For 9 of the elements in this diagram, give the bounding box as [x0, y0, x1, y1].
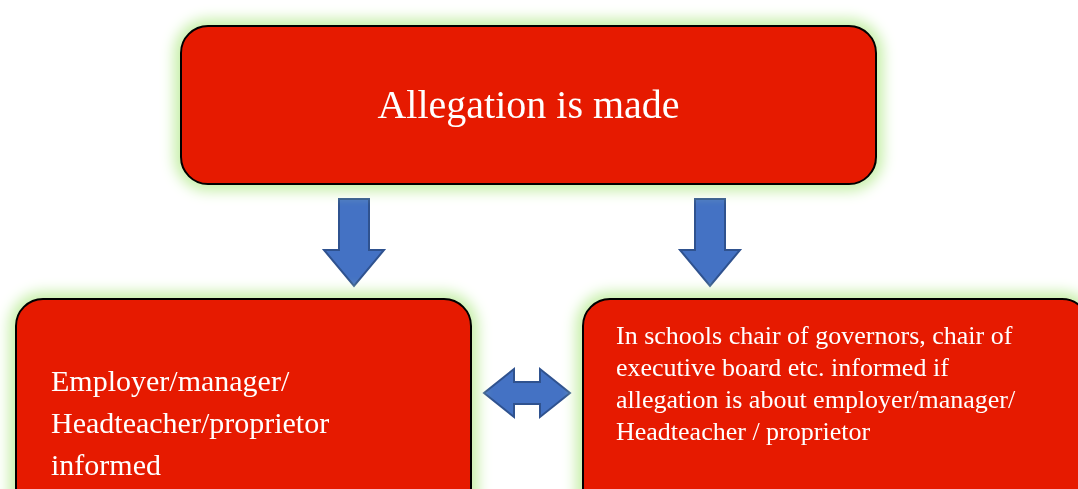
box-text: Allegation is made [376, 81, 681, 129]
block-arrow [677, 198, 743, 288]
block-arrow [482, 366, 572, 420]
block-arrow [321, 198, 387, 288]
box-text: Employer/manager/ Headteacher/proprietor informed [51, 363, 331, 483]
process-box [180, 25, 877, 185]
process-box [15, 298, 472, 489]
process-box [582, 298, 1078, 489]
box-text: In schools chair of governors, chair of executive board etc. informed if allegation is about employer/manager/ Headteacher / proprietor [616, 320, 1017, 448]
